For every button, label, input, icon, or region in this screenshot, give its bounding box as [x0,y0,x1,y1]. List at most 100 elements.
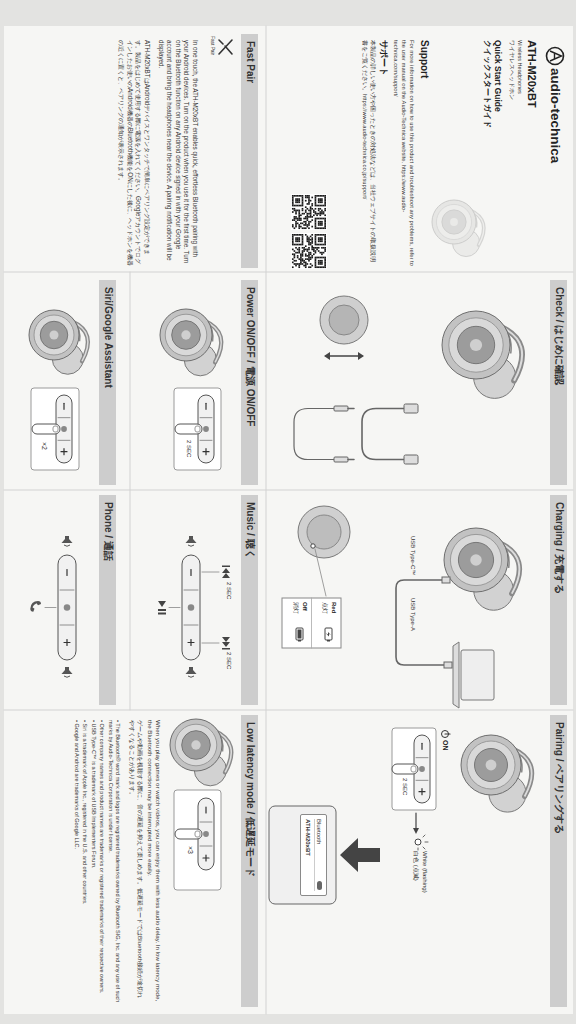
smartphone [269,806,336,904]
battery-tip [327,640,330,642]
qr-module [305,262,307,264]
qr-module [303,213,305,215]
brand-logo-text: audio-technica [546,68,563,163]
section-heading-band: Siri/Google Assistant [100,280,117,485]
qr-module [308,266,310,268]
qr-module [323,234,325,236]
phone-handset-icon [30,601,41,612]
qr-module [298,211,300,213]
qr-module [310,208,312,210]
logo-ring [547,48,564,65]
qr-module [318,198,320,200]
qr-module [316,205,318,207]
qr-module [298,247,300,249]
speaker [186,667,197,674]
qr-module [321,247,323,249]
qr-module [318,218,320,220]
qr-module [315,265,317,267]
qr-module [318,244,320,246]
qr-module [310,258,312,260]
qr-module [318,250,320,252]
button-rocker [182,555,200,660]
qr-module [310,257,312,259]
section-title: Low latency mode / 低遅延モード [244,722,257,1000]
qr-module [307,219,309,221]
headphone-illustration [442,311,522,398]
earcup-center [475,749,508,782]
qr-module [295,263,297,265]
qr-module [298,244,300,246]
qr-module [310,210,312,212]
qr-module [324,203,326,205]
qr-module [305,245,307,247]
earcup-center [182,731,211,760]
qr-module [315,250,317,252]
qr-module [307,263,309,265]
qr-module [308,224,310,226]
volume-icon [62,536,73,546]
qr-module [302,201,304,203]
led-state: White (flashing) [421,851,429,893]
qr-module [297,252,299,254]
plug-tip [348,408,354,410]
qr-module [298,266,300,268]
callout-box [392,728,436,810]
earcup-ring [436,204,471,239]
section-heading-band: Low latency mode / 低遅延モード [242,715,259,1007]
port-label: USB Type-A [409,598,417,631]
qr-module [307,237,309,239]
section-title: Check / はじめに確認 [553,287,566,478]
qr-module [292,197,294,199]
pause-bar [158,609,166,611]
qr-module [300,257,302,259]
sound-wave [188,545,194,546]
qr-module [311,226,313,228]
qr-module [308,249,310,251]
qr-module [324,201,326,203]
qr-module [319,239,321,241]
qr-module [302,213,304,215]
qr-module [300,226,302,228]
qr-module [307,236,309,238]
qr-module [294,216,296,218]
qr-module [308,203,310,205]
hold-time: 2 SEC [225,582,233,599]
led-ray [425,842,428,843]
rocker-divider [200,822,212,823]
qr-module [305,227,307,229]
section-title: Power ON/OFF / 電源 ON/OFF [244,287,257,478]
qr-module [303,262,305,264]
qr-module [311,205,313,207]
speaker [62,536,73,543]
qr-module [313,211,315,213]
center-button [203,831,209,837]
qr-module [307,239,309,241]
qr-module [302,198,304,200]
qr-module [300,205,302,207]
qr-module [319,223,321,225]
qr-module [302,234,304,236]
qr-module [324,200,326,202]
minus-symbol [205,403,206,409]
battery-full [298,630,302,639]
volume-icon [186,536,197,546]
qr-module [311,216,313,218]
qr-module [297,198,299,200]
earcup [170,719,222,771]
qr-module [318,210,320,212]
qr-module [294,195,296,197]
finger-nail [195,831,200,837]
qr-module [315,263,317,265]
finger [175,424,202,434]
track-bar [222,648,230,650]
callout-box [174,790,221,890]
track-arrows [222,568,230,578]
audio-cable [294,409,334,460]
qr-module [298,249,300,251]
qr-module [313,210,315,212]
qr-module [302,247,304,249]
qr-module [292,203,294,205]
qr-module [318,247,320,249]
minus-symbol [190,570,191,576]
qr-module [308,200,310,202]
